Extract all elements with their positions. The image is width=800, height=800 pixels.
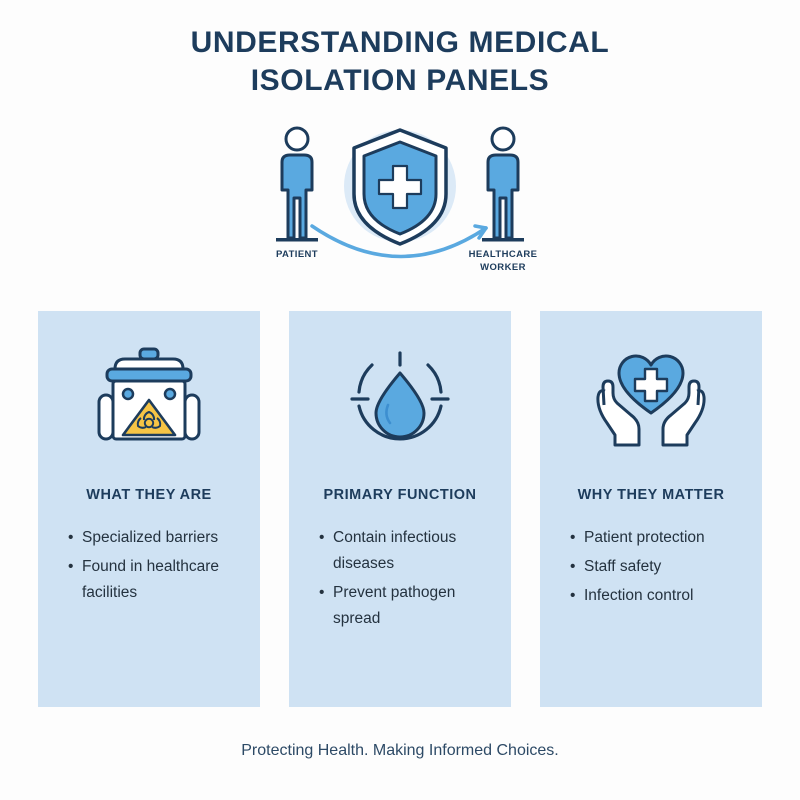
shield-medical-cross-icon	[352, 128, 448, 246]
card-why-they-matter: WHY THEY MATTER Patient protection Staff…	[540, 311, 762, 707]
hands-holding-heart-icon	[540, 347, 762, 457]
biohazard-waste-container-icon	[38, 347, 260, 457]
list-item: Staff safety	[570, 554, 746, 580]
card-bullet-list: Patient protection Staff safety Infectio…	[570, 525, 746, 612]
hero-illustration: PATIENT HEALTHCARE WORKER	[0, 118, 800, 283]
card-grid: WHAT THEY ARE Specialized barriers Found…	[38, 311, 762, 707]
list-item: Specialized barriers	[68, 525, 244, 551]
card-bullet-list: Contain infectious diseases Prevent path…	[319, 525, 495, 635]
card-bullet-list: Specialized barriers Found in healthcare…	[68, 525, 244, 609]
list-item: Prevent pathogen spread	[319, 580, 495, 632]
hero-label-worker-line-2: WORKER	[480, 262, 526, 273]
card-primary-function: PRIMARY FUNCTION Contain infectious dise…	[289, 311, 511, 707]
list-item: Contain infectious diseases	[319, 525, 495, 577]
page-title-line-2: ISOLATION PANELS	[250, 64, 550, 97]
card-what-they-are: WHAT THEY ARE Specialized barriers Found…	[38, 311, 260, 707]
card-heading: WHAT THEY ARE	[86, 487, 212, 503]
hero-label-worker-line-1: HEALTHCARE	[469, 249, 538, 260]
hero-label-patient: PATIENT	[276, 249, 318, 260]
person-icon-patient	[276, 126, 318, 242]
person-icon-healthcare-worker	[482, 126, 524, 242]
card-heading: WHY THEY MATTER	[577, 487, 725, 503]
footer-tagline: Protecting Health. Making Informed Choic…	[241, 742, 559, 759]
list-item: Found in healthcare facilities	[68, 554, 244, 606]
curved-arrow-icon	[310, 224, 488, 259]
card-heading: PRIMARY FUNCTION	[323, 487, 477, 503]
droplet-containment-icon	[289, 347, 511, 457]
list-item: Infection control	[570, 583, 746, 609]
list-item: Patient protection	[570, 525, 746, 551]
page-title-line-1: UNDERSTANDING MEDICAL	[190, 26, 610, 59]
hero-svg: PATIENT HEALTHCARE WORKER	[276, 126, 538, 273]
page-title: UNDERSTANDING MEDICAL ISOLATION PANELS	[0, 24, 800, 100]
